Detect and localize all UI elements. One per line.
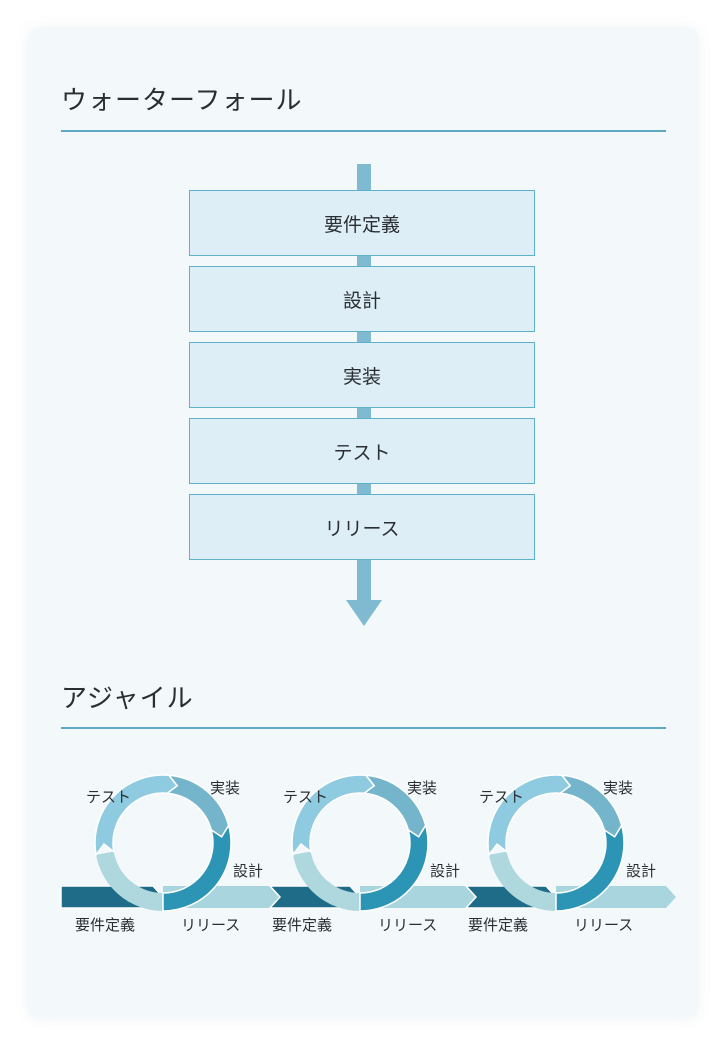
waterfall-title: ウォーターフォール [61, 86, 303, 116]
release-label-3: リリース [574, 916, 633, 934]
design-arc-3 [555, 823, 625, 912]
design-arc-2 [359, 823, 429, 912]
waterfall-arrow-head [346, 600, 382, 626]
test-arc-3 [487, 774, 572, 857]
requirements-label-2: 要件定義 [272, 916, 332, 934]
implementation-label-1: 実装 [210, 779, 240, 797]
release-label-1: リリース [181, 916, 240, 934]
design-label-1: 設計 [233, 862, 263, 880]
test-arc-2 [291, 774, 376, 857]
test-arc-1 [94, 774, 179, 857]
implementation-label-2: 実装 [407, 779, 437, 797]
implementation-label-3: 実装 [603, 779, 633, 797]
release-arc-3 [489, 851, 556, 911]
release-label-2: リリース [378, 916, 437, 934]
waterfall-step-label: テスト [333, 441, 391, 464]
waterfall-divider [61, 130, 666, 132]
waterfall-step-implementation: 実装 [189, 342, 535, 408]
test-label-1: テスト [86, 788, 131, 806]
waterfall-step-label: 要件定義 [323, 213, 400, 236]
waterfall-step-test: テスト [189, 418, 535, 484]
test-label-3: テスト [479, 788, 524, 806]
waterfall-step-requirements: 要件定義 [189, 190, 535, 256]
requirements-label-3: 要件定義 [468, 916, 528, 934]
agile-title: アジャイル [61, 684, 194, 714]
test-label-2: テスト [283, 788, 328, 806]
design-label-3: 設計 [626, 862, 656, 880]
release-arc-2 [293, 851, 360, 911]
design-label-2: 設計 [430, 862, 460, 880]
waterfall-step-label: 設計 [342, 289, 381, 312]
requirements-label-1: 要件定義 [75, 916, 135, 934]
agile-divider [61, 727, 666, 729]
waterfall-step-label: リリース [324, 517, 400, 540]
release-arc-1 [96, 851, 163, 911]
waterfall-step-release: リリース [189, 494, 535, 560]
design-arc-1 [162, 823, 232, 912]
waterfall-step-design: 設計 [189, 266, 535, 332]
waterfall-step-label: 実装 [342, 365, 381, 388]
